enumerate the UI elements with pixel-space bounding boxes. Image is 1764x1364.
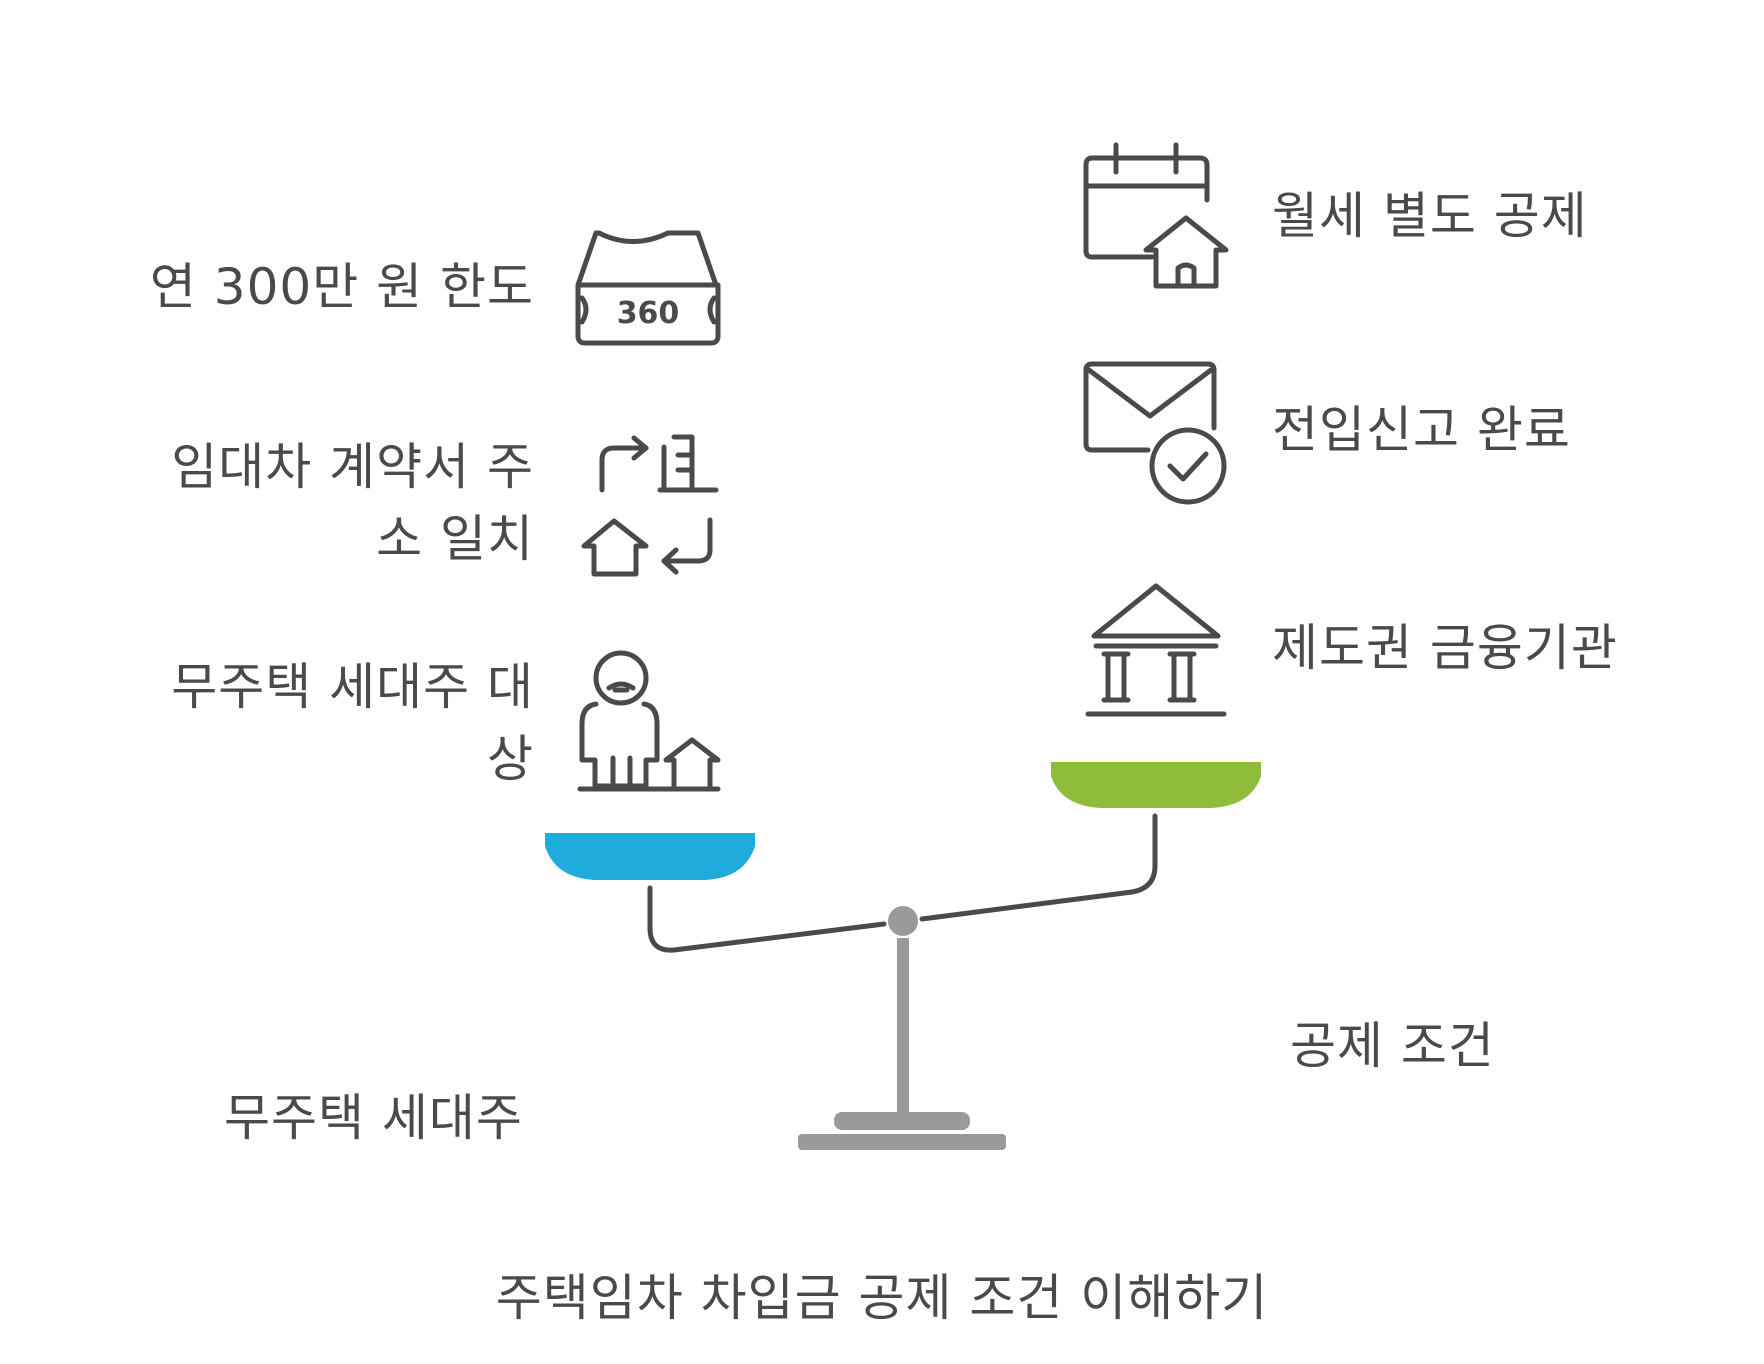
right-caption: 공제 조건 xyxy=(1290,1017,1495,1075)
diagram-title: 주택임차 차입금 공제 조건 이해하기 xyxy=(495,1269,1269,1327)
label-lease-address-match-1: 임대차 계약서 주 xyxy=(171,438,534,496)
left-caption: 무주택 세대주 xyxy=(224,1089,523,1147)
left-pan xyxy=(545,833,755,880)
label-monthly-rent-deduction: 월세 별도 공제 xyxy=(1272,187,1588,245)
envelope-check-icon xyxy=(1083,361,1227,505)
label-financial-institution: 제도권 금융기관 xyxy=(1272,619,1618,677)
person-with-house-icon xyxy=(577,650,721,792)
label-homeless-householder-2: 상 xyxy=(487,730,534,788)
scale-base xyxy=(798,1134,1006,1150)
scale-pivot xyxy=(888,906,918,936)
360-label: 360 xyxy=(617,296,680,331)
360-degree-box-icon xyxy=(575,230,721,346)
label-move-in-report: 전입신고 완료 xyxy=(1272,401,1571,459)
calendar-house-icon xyxy=(1083,142,1229,289)
house-document-exchange-icon xyxy=(581,434,719,577)
scale-base-top xyxy=(834,1112,970,1130)
bank-building-icon xyxy=(1085,583,1227,717)
label-lease-address-match-2: 소 일치 xyxy=(376,510,534,568)
label-annual-limit: 연 300만 원 한도 xyxy=(149,258,534,316)
scale-post xyxy=(897,938,909,1116)
scale-beam-left xyxy=(647,885,887,953)
scale-beam-right xyxy=(919,813,1158,922)
label-homeless-householder-1: 무주택 세대주 대 xyxy=(171,658,534,716)
right-pan xyxy=(1051,762,1261,808)
